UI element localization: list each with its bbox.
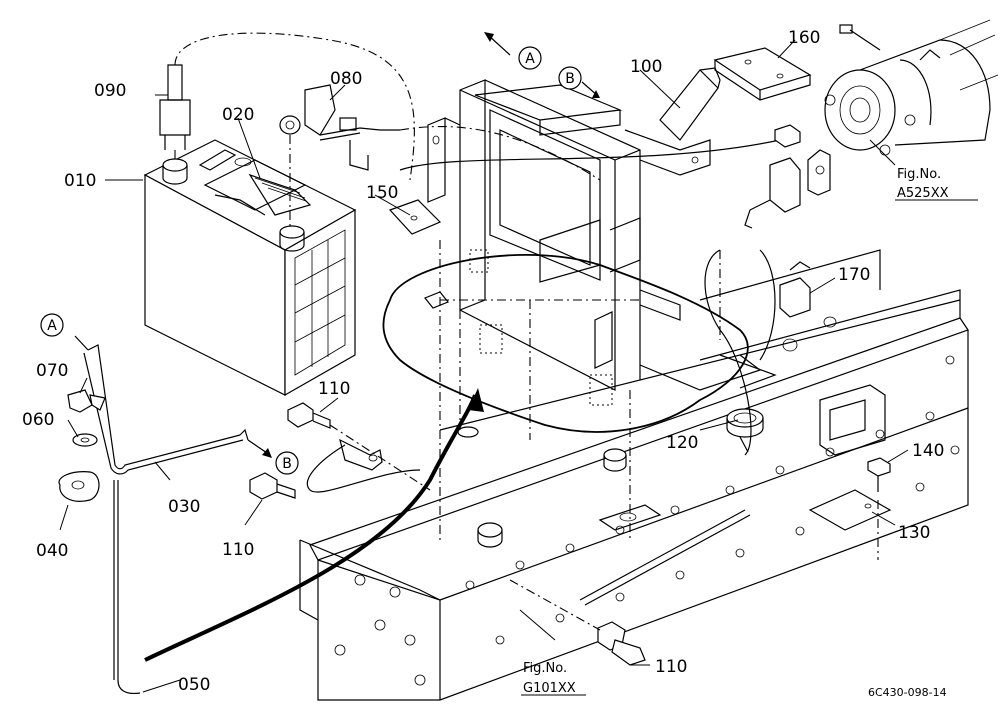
cover-plate bbox=[808, 457, 892, 560]
part-label-110-bottom: 110 bbox=[655, 657, 687, 677]
ref-b-label: B bbox=[282, 456, 292, 472]
fig-ref-a525xx-line2: A525XX bbox=[897, 186, 949, 201]
part-label-160: 160 bbox=[788, 28, 820, 48]
ref-marker-b-left: B bbox=[275, 451, 299, 475]
battery-cables bbox=[113, 32, 781, 695]
battery bbox=[143, 139, 357, 397]
part-label-070: 070 bbox=[36, 361, 68, 381]
part-label-030: 030 bbox=[168, 497, 200, 517]
part-label-120: 120 bbox=[666, 433, 698, 453]
part-label-170: 170 bbox=[838, 265, 870, 285]
ref-marker-b-top: B bbox=[558, 66, 600, 98]
part-label-040: 040 bbox=[36, 541, 68, 561]
ref-a-label: A bbox=[525, 51, 535, 67]
part-label-020: 020 bbox=[222, 105, 254, 125]
part-label-100: 100 bbox=[630, 57, 662, 77]
part-label-060: 060 bbox=[22, 410, 54, 430]
part-label-090: 090 bbox=[94, 81, 126, 101]
part-label-010: 010 bbox=[64, 171, 96, 191]
hold-down-assembly bbox=[58, 335, 272, 502]
fig-ref-g101xx-line2: G101XX bbox=[523, 681, 576, 696]
ref-marker-a-left: A bbox=[40, 313, 64, 337]
fig-ref-g101xx-line1: Fig.No. bbox=[523, 661, 567, 676]
chassis-frame bbox=[299, 249, 969, 701]
part-label-150: 150 bbox=[366, 183, 398, 203]
part-label-080: 080 bbox=[330, 69, 362, 89]
leader-lines bbox=[59, 39, 909, 693]
battery-tray bbox=[382, 199, 777, 453]
part-label-140: 140 bbox=[912, 441, 944, 461]
fig-ref-g101xx: Fig.No. G101XX bbox=[521, 661, 586, 696]
battery-mount-bracket bbox=[427, 79, 721, 540]
starter-motor bbox=[744, 19, 999, 352]
upper-bracket bbox=[659, 47, 812, 141]
ref-b-label: B bbox=[565, 71, 575, 87]
drawing-code: 6C430-098-14 bbox=[868, 686, 947, 699]
part-label-130: 130 bbox=[898, 523, 930, 543]
ref-marker-a-top: A bbox=[484, 32, 542, 70]
part-label-110-upper: 110 bbox=[318, 379, 350, 399]
part-label-110-lower: 110 bbox=[222, 540, 254, 560]
ref-a-label: A bbox=[47, 318, 57, 334]
fig-ref-a525xx-line1: Fig.No. bbox=[897, 167, 941, 182]
fig-ref-a525xx: Fig.No. A525XX bbox=[895, 167, 978, 201]
part-label-050: 050 bbox=[178, 675, 210, 695]
